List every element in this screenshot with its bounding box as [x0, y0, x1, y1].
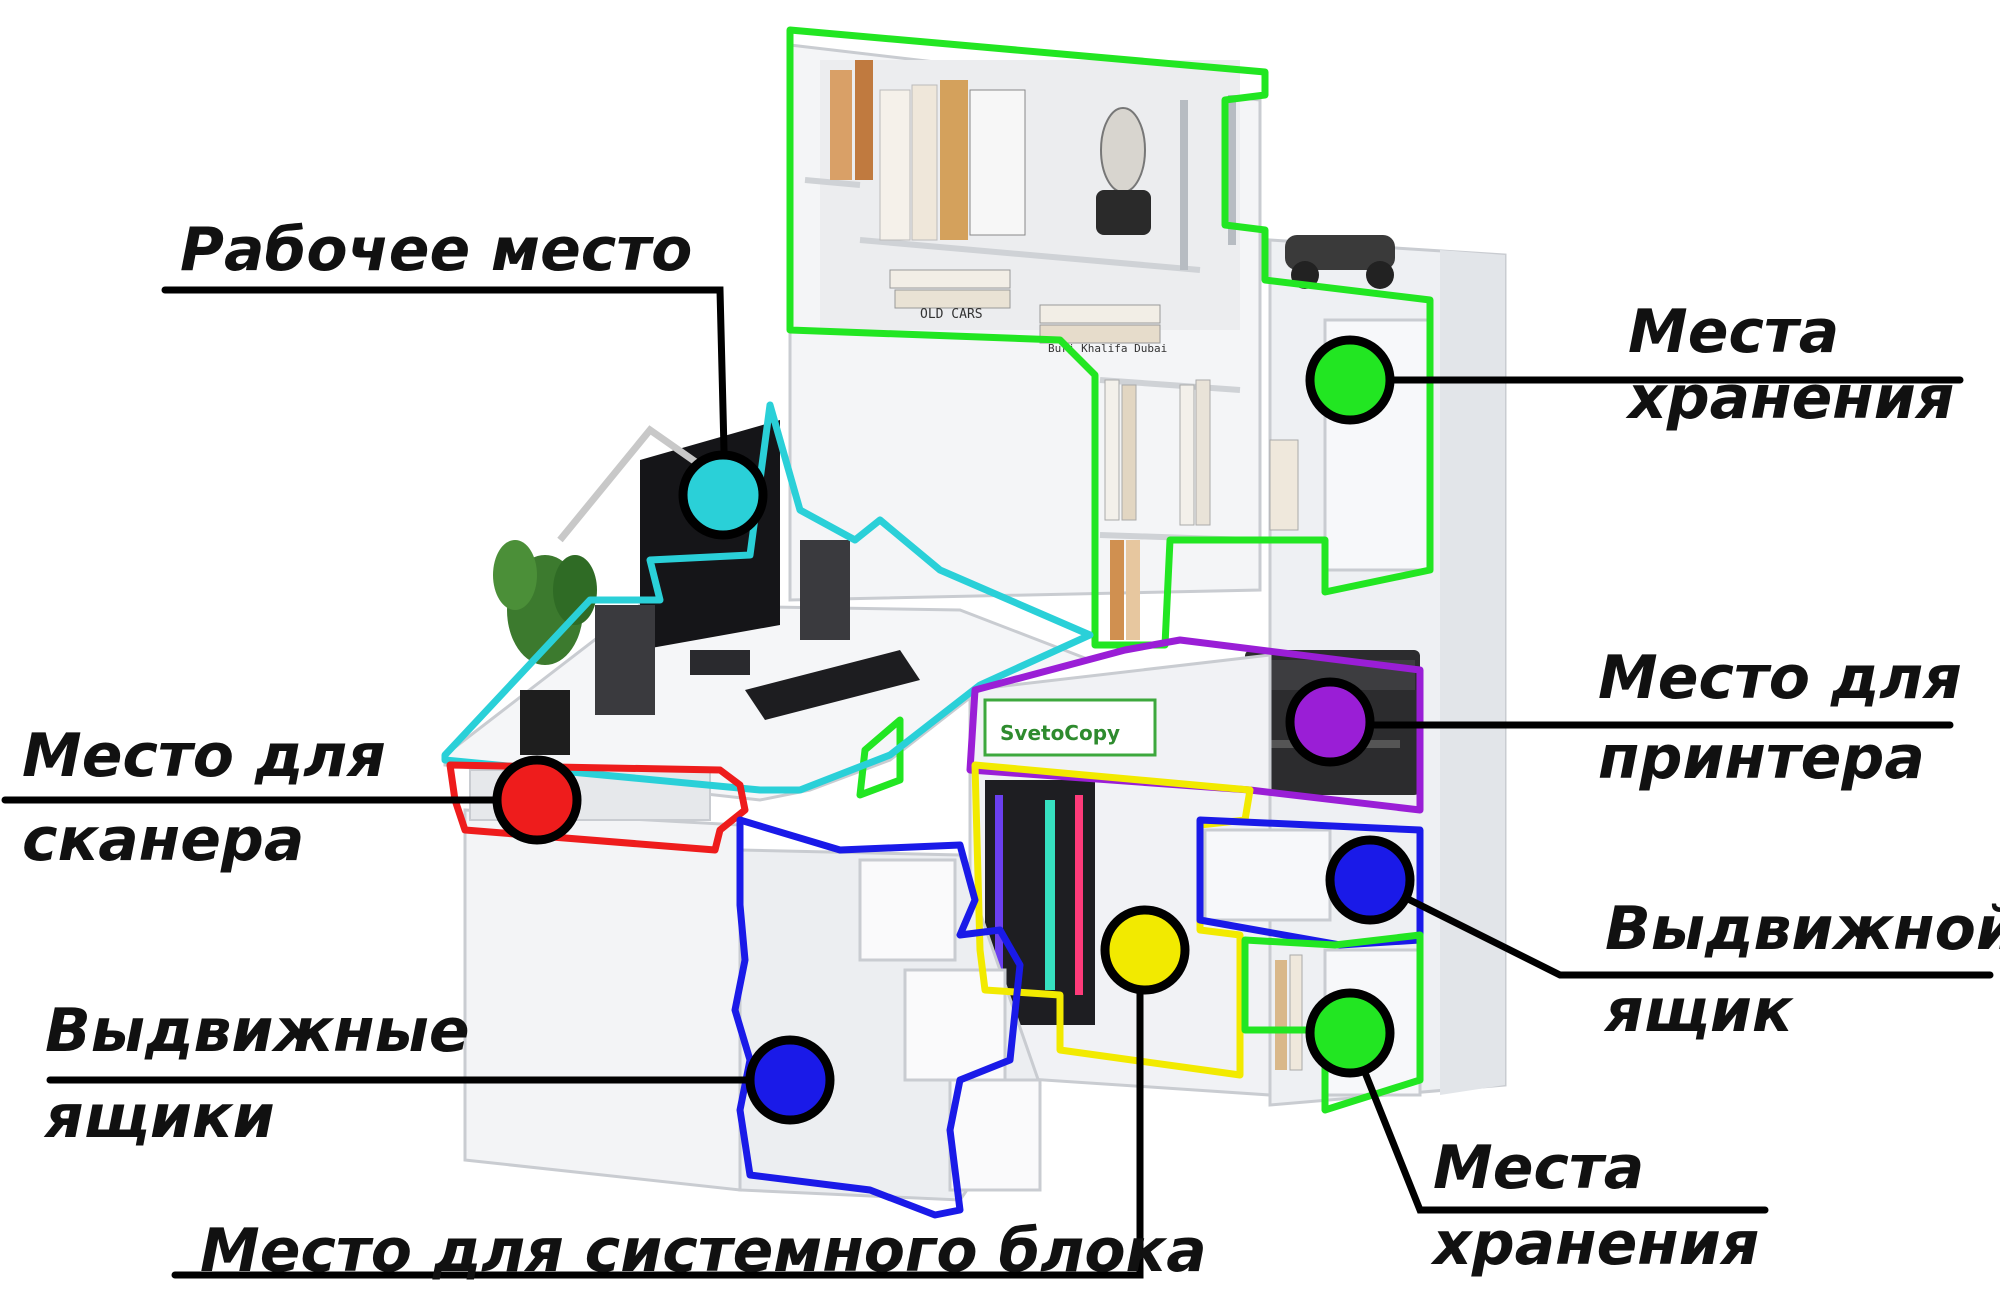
- storage-top-marker: [1305, 335, 1395, 425]
- label-drawers: Выдвижные ящики: [45, 990, 470, 1158]
- label-drawer-single-line1: Выдвижной: [1605, 894, 2000, 964]
- chrome-post: [1228, 95, 1236, 245]
- workspace-marker: [678, 450, 768, 540]
- leader-drawer-single: [1366, 876, 1994, 979]
- desk-lamp-decor: [557, 425, 703, 543]
- drawer-front: [948, 1078, 1042, 1192]
- label-storage-top: Места хранения: [1628, 291, 1954, 439]
- label-drawers-line1: Выдвижные: [45, 996, 470, 1066]
- system-unit-marker: [1100, 905, 1190, 995]
- speaker-illustration: [595, 605, 655, 715]
- label-printer: Место для принтера: [1598, 637, 1962, 799]
- speaker-illustration: [800, 540, 850, 640]
- zone-printer: [966, 636, 1424, 814]
- pc-tower-illustration: [985, 780, 1095, 1025]
- printer-marker: [1285, 677, 1375, 767]
- chrome-post: [1180, 100, 1188, 270]
- label-storage-bottom-line2: хранения: [1433, 1209, 1760, 1279]
- left-pedestal: [463, 808, 742, 1192]
- label-storage-top-line1: Места: [1628, 297, 1840, 367]
- shelf-board: [859, 237, 1201, 273]
- paper-ream: [983, 698, 1157, 757]
- drawer-front: [903, 968, 1007, 1082]
- leader-storage-bottom: [1346, 1031, 1769, 1214]
- label-system-unit-text: Место для системного блока: [200, 1216, 1207, 1286]
- zone-storage-top: [786, 26, 1434, 649]
- books: [830, 60, 1303, 1071]
- leader-workspace: [161, 286, 729, 494]
- zone-scanner: [446, 761, 749, 854]
- storage-bottom-marker: [1305, 988, 1395, 1078]
- label-scanner-line1: Место для: [22, 721, 386, 791]
- zone-drawers: [731, 816, 1024, 1219]
- label-workspace: Рабочее место: [180, 209, 692, 291]
- label-printer-line2: принтера: [1598, 723, 1925, 793]
- leader-system-unit: [171, 946, 1144, 1279]
- leader-lines: [1, 286, 1994, 1279]
- keyboard-illustration: [745, 650, 920, 720]
- shelf-board: [804, 177, 861, 188]
- drawer-front: [858, 858, 957, 962]
- label-scanner-line2: сканера: [22, 805, 305, 875]
- label-system-unit: Место для системного блока: [200, 1210, 1207, 1292]
- zone-system-unit: [971, 761, 1254, 1079]
- zone-workspace: [441, 401, 1094, 794]
- label-drawer-single-line2: ящик: [1605, 976, 1793, 1046]
- zone-storage-side: [856, 716, 904, 799]
- drawer-single-marker: [1325, 835, 1415, 925]
- label-drawer-single: Выдвижной ящик: [1605, 888, 2000, 1052]
- paper-ream-brand: SvetoCopy: [1000, 721, 1120, 745]
- label-printer-line1: Место для: [1598, 643, 1962, 713]
- label-storage-top-line2: хранения: [1628, 363, 1955, 433]
- lamp-decor: [1096, 107, 1151, 235]
- book-title-old-cars: OLD CARS: [920, 307, 983, 322]
- drawers-marker: [745, 1035, 835, 1125]
- right-cabinet-side: [1440, 250, 1505, 1095]
- label-storage-bottom-line1: Места: [1433, 1133, 1645, 1203]
- label-storage-bottom: Места хранения: [1433, 1127, 1759, 1285]
- book-title-burj: Burj Khalifa Dubai: [1048, 342, 1167, 355]
- scanner-marker: [492, 755, 582, 845]
- label-drawers-line2: ящики: [45, 1082, 275, 1152]
- label-workspace-text: Рабочее место: [180, 215, 693, 285]
- shelf-board: [1099, 377, 1241, 393]
- label-scanner: Место для сканера: [22, 715, 386, 881]
- drawer-single-front: [1203, 828, 1332, 922]
- plant-decor: [493, 540, 597, 755]
